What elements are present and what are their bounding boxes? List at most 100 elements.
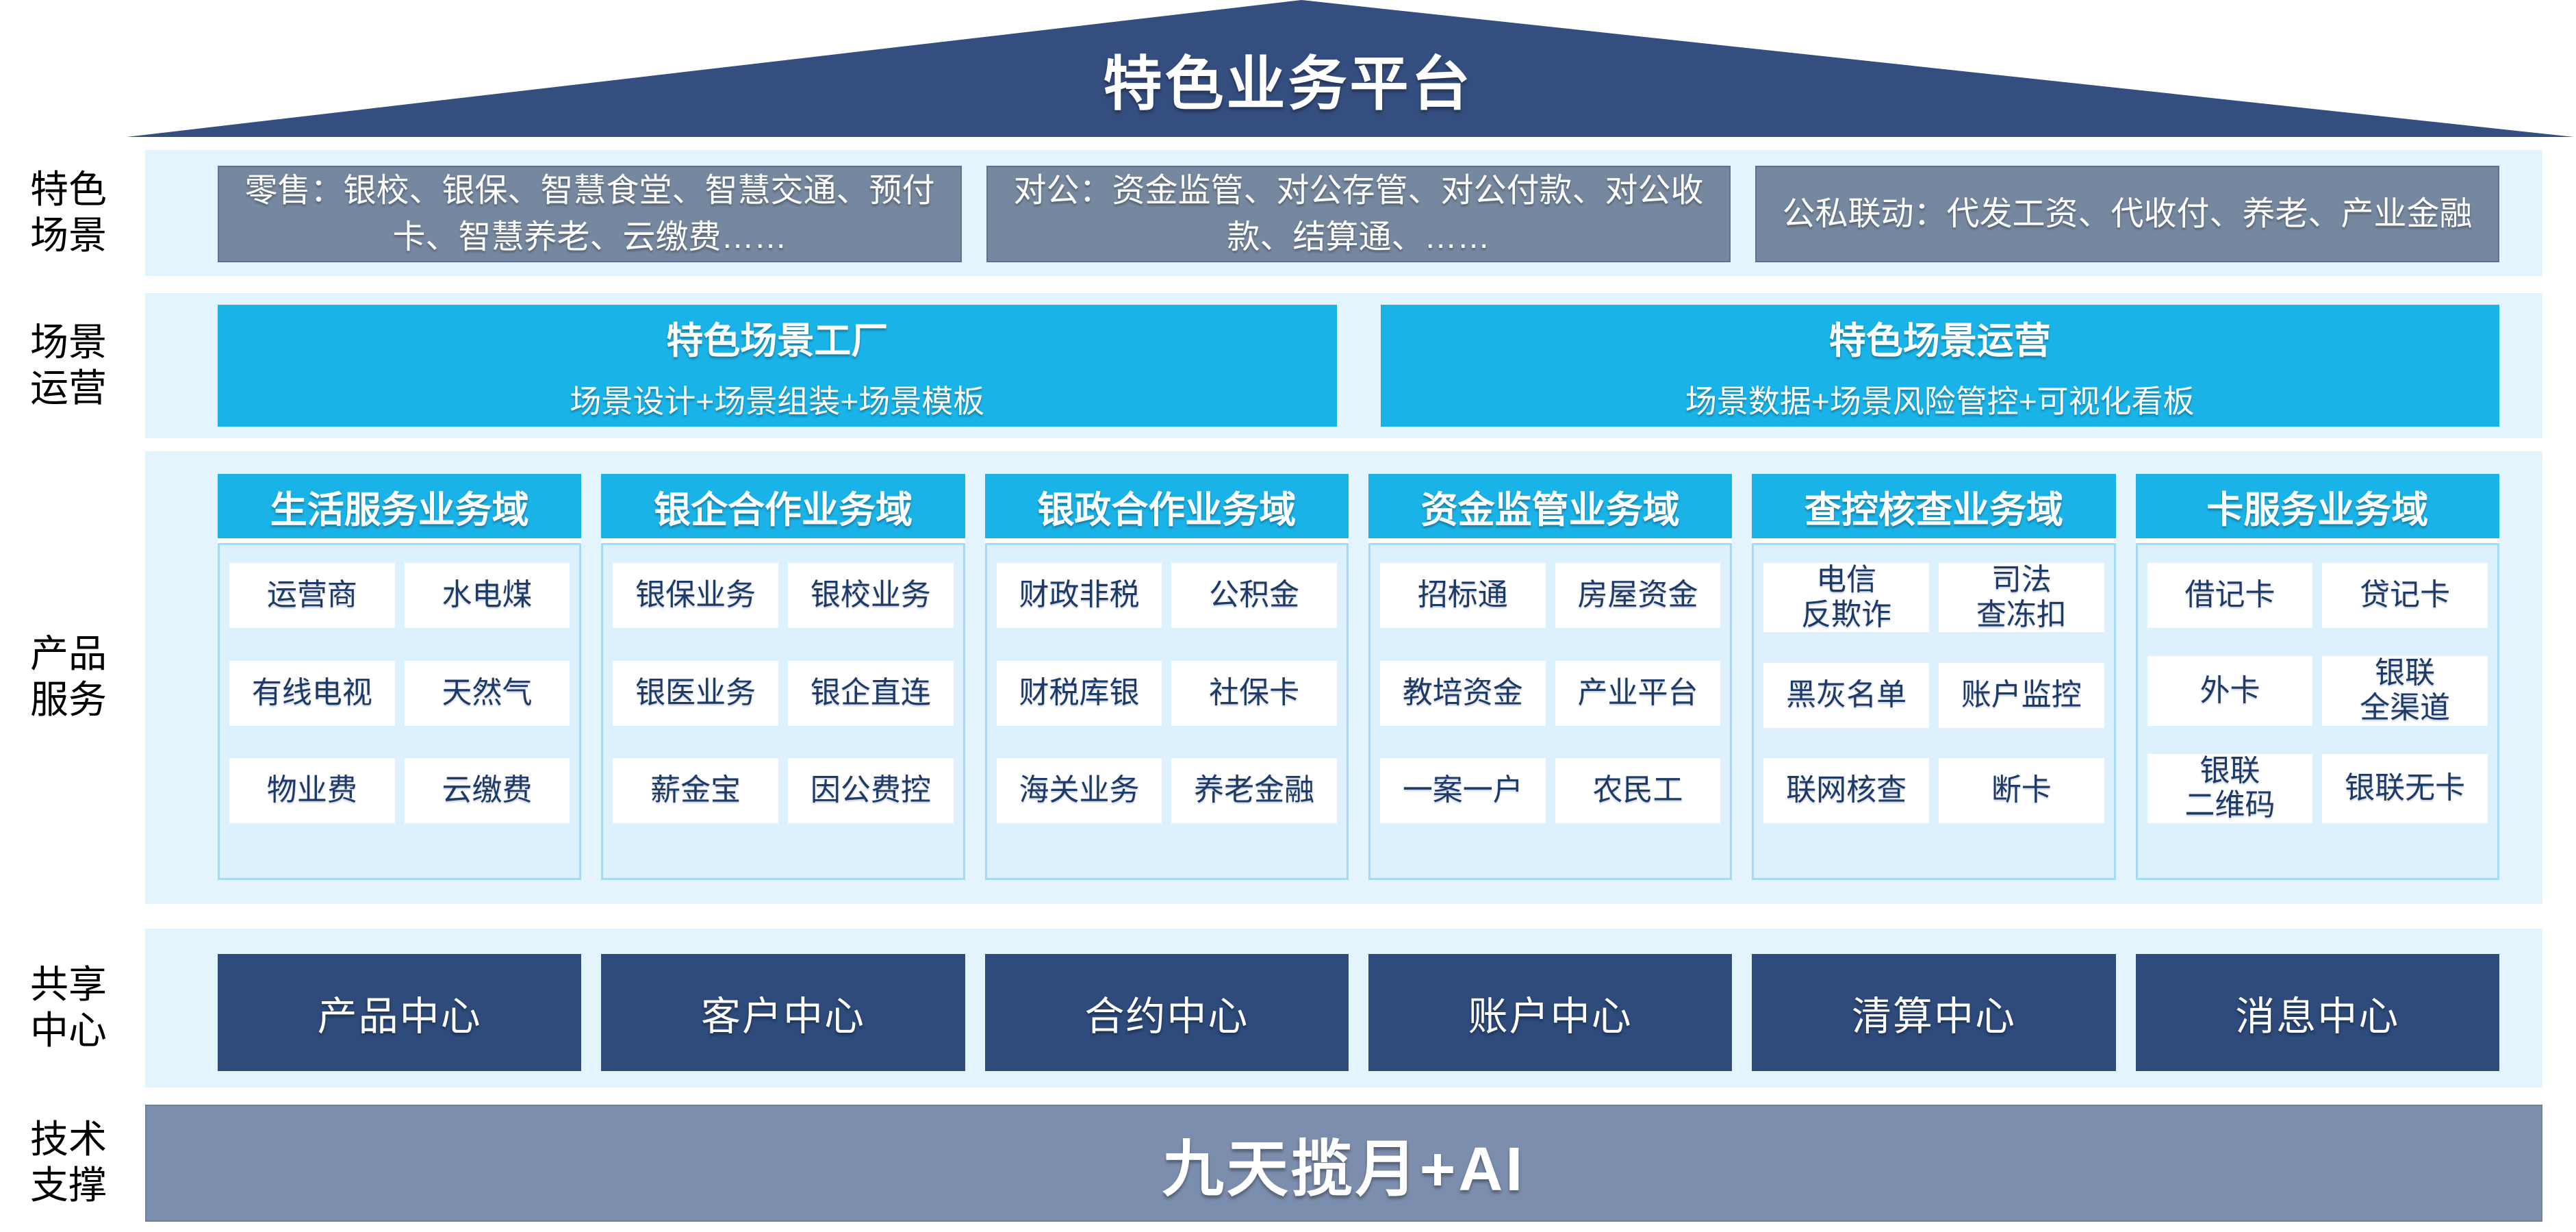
side-label-line: 服务 [30, 678, 107, 722]
side-label-line: 共享 [30, 963, 107, 1006]
product-cell: 银联无卡 [2322, 753, 2488, 823]
side-label-line: 运营 [30, 366, 107, 410]
product-cell-row: 银联 二维码 银联无卡 [2147, 753, 2488, 823]
product-column-fund-supervision: 资金监管业务域 招标通 房屋资金 教培资金 产业平台 一案一户 农民工 [1368, 474, 1733, 880]
side-label-line: 技术 [30, 1118, 107, 1161]
product-cell: 海关业务 [996, 758, 1162, 823]
operation-band: 特色场景工厂 场景设计+场景组装+场景模板 特色场景运营 场景数据+场景风险管控… [145, 293, 2542, 438]
operation-box-ops: 特色场景运营 场景数据+场景风险管控+可视化看板 [1380, 305, 2499, 427]
product-cell: 银联 全渠道 [2322, 656, 2488, 726]
side-label-line: 场景 [30, 320, 107, 364]
scene-box-corporate: 对公：资金监管、对公存管、对公付款、对公收款、结算通、…… [986, 166, 1731, 262]
product-cell: 房屋资金 [1555, 563, 1721, 628]
center-box-customer: 客户中心 [601, 954, 965, 1071]
side-label-scene: 特色 场景 [17, 166, 120, 258]
product-cell: 联网核查 [1763, 758, 1929, 823]
product-column-bank-government: 银政合作业务域 财政非税 公积金 财税库银 社保卡 海关业务 养老金融 [984, 474, 1349, 880]
product-cell: 招标通 [1379, 563, 1546, 628]
product-cell-row: 招标通 房屋资金 [1379, 563, 1721, 628]
product-cell-row: 物业费 云缴费 [229, 758, 570, 823]
product-column-header: 卡服务业务域 [2135, 474, 2499, 543]
product-cell: 贷记卡 [2322, 563, 2488, 628]
page-title: 特色业务平台 [1103, 51, 1473, 117]
product-cell: 养老金融 [1171, 758, 1337, 823]
product-cell: 农民工 [1555, 758, 1721, 823]
product-cell: 社保卡 [1171, 660, 1337, 726]
product-cell: 司法 查冻扣 [1938, 563, 2104, 633]
product-cell-row: 教培资金 产业平台 [1379, 660, 1721, 726]
tech-support-box: 九天揽月+AI [145, 1105, 2542, 1222]
scene-band: 零售：银校、银保、智慧食堂、智慧交通、预付卡、智慧养老、云缴费…… 对公：资金监… [145, 150, 2542, 276]
side-label-operation: 场景 运营 [17, 319, 120, 411]
product-cell-row: 银保业务 银校业务 [613, 563, 954, 628]
product-cell: 账户监控 [1938, 662, 2104, 728]
product-cell: 天然气 [404, 660, 570, 726]
side-label-line: 场景 [30, 214, 107, 257]
product-column-body: 电信 反欺诈 司法 查冻扣 黑灰名单 账户监控 联网核查 断卡 [1752, 543, 2116, 880]
product-column-bank-enterprise: 银企合作业务域 银保业务 银校业务 银医业务 银企直连 薪金宝 因公费控 [601, 474, 965, 880]
product-column-header: 资金监管业务域 [1368, 474, 1733, 543]
side-label-tech: 技术 支撑 [17, 1116, 120, 1208]
product-cell: 财税库银 [996, 660, 1162, 726]
product-cell-row: 银医业务 银企直连 [613, 660, 954, 726]
side-label-line: 特色 [30, 168, 107, 211]
product-cell: 断卡 [1938, 758, 2104, 823]
operation-box-title: 特色场景运营 [1828, 320, 2051, 362]
product-cell: 银医业务 [613, 660, 778, 726]
product-cell-row: 薪金宝 因公费控 [613, 758, 954, 823]
product-cell: 银校业务 [788, 563, 954, 628]
product-cell: 黑灰名单 [1763, 662, 1929, 728]
product-cell: 银联 二维码 [2147, 753, 2313, 823]
product-cell-row: 黑灰名单 账户监控 [1763, 662, 2104, 728]
side-label-product: 产品 服务 [17, 631, 120, 722]
product-column-body: 运营商 水电煤 有线电视 天然气 物业费 云缴费 [218, 543, 582, 880]
product-cell: 因公费控 [788, 758, 954, 823]
product-cell: 电信 反欺诈 [1763, 563, 1929, 633]
product-column-header: 银企合作业务域 [601, 474, 965, 543]
center-box-contract: 合约中心 [984, 954, 1349, 1071]
product-column-life-service: 生活服务业务域 运营商 水电煤 有线电视 天然气 物业费 云缴费 [218, 474, 582, 880]
scene-box-retail: 零售：银校、银保、智慧食堂、智慧交通、预付卡、智慧养老、云缴费…… [218, 166, 962, 262]
product-column-body: 招标通 房屋资金 教培资金 产业平台 一案一户 农民工 [1368, 543, 1733, 880]
side-label-line: 产品 [30, 632, 107, 675]
product-cell-row: 外卡 银联 全渠道 [2147, 656, 2488, 726]
product-cell: 教培资金 [1379, 660, 1546, 726]
center-box-message: 消息中心 [2135, 954, 2499, 1071]
product-cell: 物业费 [229, 758, 395, 823]
scene-box-public-private: 公私联动：代发工资、代收付、养老、产业金融 [1755, 166, 2499, 262]
center-box-product: 产品中心 [218, 954, 582, 1071]
product-cell-row: 财政非税 公积金 [996, 563, 1337, 628]
product-cell: 银保业务 [613, 563, 778, 628]
product-cell-row: 借记卡 贷记卡 [2147, 563, 2488, 628]
product-cell: 银企直连 [788, 660, 954, 726]
product-cell: 运营商 [229, 563, 395, 628]
product-column-card-service: 卡服务业务域 借记卡 贷记卡 外卡 银联 全渠道 银联 二维码 银联无卡 [2135, 474, 2499, 880]
product-cell-row: 海关业务 养老金融 [996, 758, 1337, 823]
product-cell-row: 财税库银 社保卡 [996, 660, 1337, 726]
product-cell: 财政非税 [996, 563, 1162, 628]
product-cell: 产业平台 [1555, 660, 1721, 726]
product-cell: 外卡 [2147, 656, 2313, 726]
side-label-share: 共享 中心 [17, 961, 120, 1053]
side-label-line: 中心 [30, 1009, 107, 1053]
center-box-account: 账户中心 [1368, 954, 1733, 1071]
product-cell: 一案一户 [1379, 758, 1546, 823]
product-cell-row: 联网核查 断卡 [1763, 758, 2104, 823]
product-cell: 薪金宝 [613, 758, 778, 823]
product-column-inquiry-control: 查控核查业务域 电信 反欺诈 司法 查冻扣 黑灰名单 账户监控 联网核查 断卡 [1752, 474, 2116, 880]
operation-box-title: 特色场景工厂 [666, 320, 889, 362]
product-column-body: 财政非税 公积金 财税库银 社保卡 海关业务 养老金融 [984, 543, 1349, 880]
operation-box-subtitle: 场景数据+场景风险管控+可视化看板 [1685, 383, 2195, 419]
product-cell: 借记卡 [2147, 563, 2313, 628]
product-cell: 公积金 [1171, 563, 1337, 628]
product-column-body: 银保业务 银校业务 银医业务 银企直连 薪金宝 因公费控 [601, 543, 965, 880]
product-cell-row: 一案一户 农民工 [1379, 758, 1721, 823]
share-band: 产品中心 客户中心 合约中心 账户中心 清算中心 消息中心 [145, 929, 2542, 1088]
operation-box-factory: 特色场景工厂 场景设计+场景组装+场景模板 [218, 305, 1337, 427]
product-band: 生活服务业务域 运营商 水电煤 有线电视 天然气 物业费 云缴费 银企合作业务域 [145, 451, 2542, 904]
product-column-header: 银政合作业务域 [984, 474, 1349, 543]
product-cell-row: 运营商 水电煤 [229, 563, 570, 628]
product-cell-row: 有线电视 天然气 [229, 660, 570, 726]
center-box-clearing: 清算中心 [1752, 954, 2116, 1071]
product-column-header: 查控核查业务域 [1752, 474, 2116, 543]
